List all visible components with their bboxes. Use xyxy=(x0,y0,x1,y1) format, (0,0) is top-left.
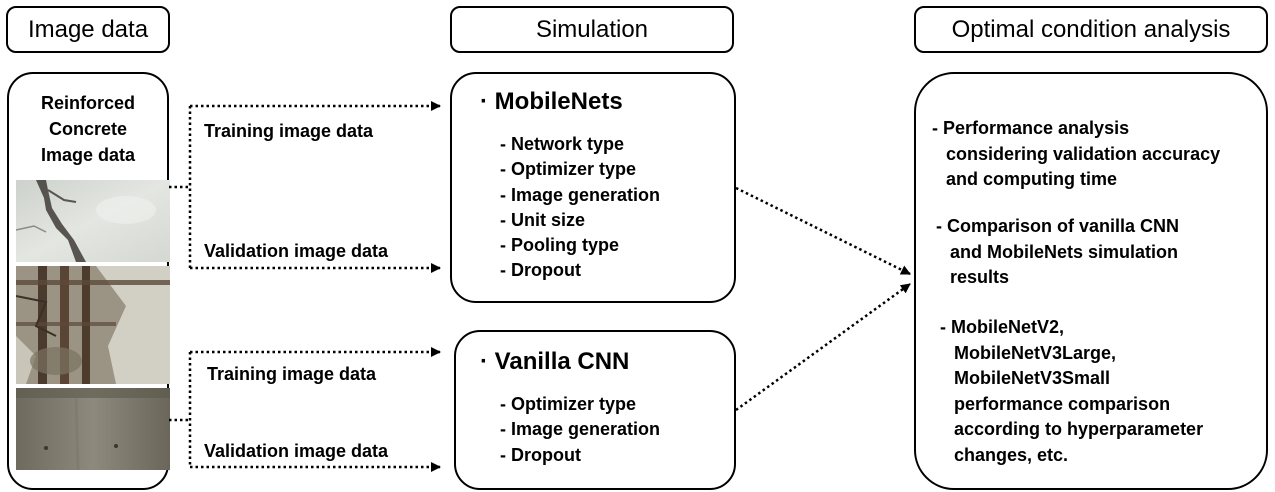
analysis-line: changes, etc. xyxy=(954,444,1069,465)
analysis-line: and computing time xyxy=(946,169,1117,189)
analysis-box: - Performance analysis considering valid… xyxy=(914,72,1268,490)
analysis-line: MobileNetV3Large, xyxy=(954,342,1117,363)
header-optimal-condition: Optimal condition analysis xyxy=(914,6,1268,53)
analysis-line: and MobileNets simulation xyxy=(950,241,1179,262)
list-item: - Dropout xyxy=(500,260,581,281)
smooth-concrete-photo xyxy=(16,388,170,470)
analysis-line: - Performance analysis xyxy=(932,118,1130,138)
vanilla-cnn-title: · Vanilla CNN xyxy=(480,348,630,375)
exposed-rebar-photo xyxy=(16,266,170,384)
label-validation-top: Validation image data xyxy=(204,241,389,261)
header-simulation-label: Simulation xyxy=(535,15,649,43)
list-item: - Optimizer type xyxy=(500,394,637,414)
analysis-line: according to hyperparameter xyxy=(954,419,1204,439)
analysis-line: results xyxy=(950,267,1010,287)
analysis-line: MobileNetV3Small xyxy=(954,368,1111,388)
header-image-data: Image data xyxy=(6,6,170,53)
label-training-top: Training image data xyxy=(204,121,374,141)
image-panel-title: Reinforced Concrete Image data xyxy=(9,90,167,168)
image-panel-title-line-1: Reinforced xyxy=(40,93,136,113)
analysis-line: - Comparison of vanilla CNN xyxy=(936,216,1180,236)
list-item: - Image generation xyxy=(500,184,661,205)
concrete-crack-photo xyxy=(16,180,170,262)
header-optimal-condition-label: Optimal condition analysis xyxy=(951,15,1231,43)
header-simulation: Simulation xyxy=(450,6,734,53)
image-panel-title-line-2: Concrete xyxy=(48,119,128,139)
analysis-line: - MobileNetV2, xyxy=(940,317,1065,337)
vanilla-cnn-parameter-list: - Optimizer type - Image generation - Dr… xyxy=(500,392,660,468)
list-item: - Pooling type xyxy=(500,235,619,256)
mobilenets-parameter-list: - Network type - Optimizer type - Image … xyxy=(500,132,660,284)
list-item: - Dropout xyxy=(500,444,581,465)
header-image-data-label: Image data xyxy=(27,15,149,43)
list-item: - Network type xyxy=(500,134,625,154)
label-validation-bottom: Validation image data xyxy=(204,441,389,461)
analysis-item-mobilenet-versions: - MobileNetV2, MobileNetV3Large, MobileN… xyxy=(940,315,1203,468)
mobilenets-box: · MobileNets - Network type - Optimizer … xyxy=(450,72,736,303)
image-panel-title-line-3: Image data xyxy=(40,145,136,165)
arrow-vanilla-to-analysis xyxy=(735,282,911,412)
analysis-item-comparison: - Comparison of vanilla CNN and MobileNe… xyxy=(936,214,1179,291)
mobilenets-title: · MobileNets xyxy=(480,88,623,115)
label-training-bottom: Training image data xyxy=(207,364,377,384)
arrow-mobilenets-to-analysis xyxy=(735,186,911,276)
analysis-line: considering validation accuracy xyxy=(946,143,1221,164)
vanilla-cnn-box: · Vanilla CNN - Optimizer type - Image g… xyxy=(454,330,736,490)
image-data-panel: Reinforced Concrete Image data xyxy=(7,72,170,490)
list-item: - Image generation xyxy=(500,419,661,440)
list-item: - Optimizer type xyxy=(500,159,637,180)
list-item: - Unit size xyxy=(500,209,586,230)
analysis-line: performance comparison xyxy=(954,393,1171,414)
analysis-item-performance: - Performance analysis considering valid… xyxy=(932,116,1220,193)
